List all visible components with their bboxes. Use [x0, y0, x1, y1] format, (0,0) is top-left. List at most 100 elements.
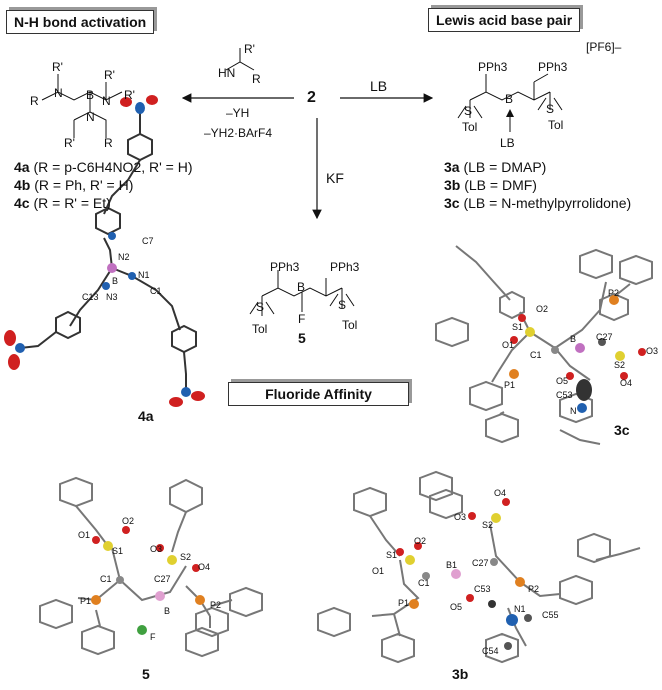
reagent-yh-loss: –YH: [226, 106, 250, 120]
atom-label: S2: [482, 520, 494, 530]
f-5: F: [298, 312, 306, 326]
atom-label: S2: [180, 552, 192, 562]
atom-label: P1: [504, 380, 516, 390]
reagent-lb: LB: [370, 78, 388, 94]
atom-label: P1: [398, 598, 410, 608]
b-5: B: [297, 280, 306, 294]
atom-label: C1: [100, 574, 112, 584]
atom-label: P2: [210, 600, 222, 610]
pph3-left-5: PPh3: [270, 260, 300, 274]
compound-2-label: 2: [307, 89, 316, 106]
panel-3b-label: 3b: [452, 666, 469, 682]
atom-label: C1: [150, 286, 162, 296]
b-3: B: [505, 92, 514, 106]
atom-label: B: [570, 334, 577, 344]
4a-ellipsoids: [4, 95, 205, 407]
list-item: 4b (R = Ph, R' = H): [14, 177, 134, 193]
atom-label: N: [570, 406, 577, 416]
lewis-pair-box: Lewis acid base pair: [428, 8, 581, 32]
nh-activation-box: N-H bond activation: [6, 10, 155, 34]
list-item: 3b (LB = DMF): [444, 177, 537, 193]
list-item: 4a (R = p-C6H4NO2, R' = H): [14, 159, 193, 175]
list-item: 4c (R = R' = Et): [14, 195, 111, 211]
atom-label: O1: [502, 340, 515, 350]
lb-3: LB: [500, 136, 515, 150]
atom-label: N1: [138, 270, 150, 280]
atom-label: O1: [372, 566, 385, 576]
atom-label: O3: [454, 512, 467, 522]
tab-rp-4: R': [64, 136, 75, 150]
compound-5-label: 5: [298, 330, 306, 346]
pf6-label: [PF6]–: [586, 40, 622, 54]
tab-r-2: R: [104, 136, 113, 150]
s-right-3: S: [546, 102, 555, 116]
tol-right-3: Tol: [548, 118, 564, 132]
reagent-amine-rprime: R': [244, 42, 255, 56]
atom-label: O3: [150, 544, 163, 554]
tab-rp-2: R': [104, 68, 115, 82]
s-right-5: S: [338, 298, 347, 312]
panel-5-label: 5: [142, 666, 150, 682]
s-left-5: S: [256, 300, 265, 314]
pph3-left-3: PPh3: [478, 60, 508, 74]
atom-label: B: [112, 276, 119, 286]
atom-label: C13: [82, 292, 99, 302]
atom-label: S1: [512, 322, 524, 332]
atom-label: C7: [142, 236, 154, 246]
fluoride-affinity-box: Fluoride Affinity: [228, 382, 409, 406]
atom-label: F: [150, 632, 156, 642]
atom-label: C1: [418, 578, 430, 588]
atom-label: P2: [528, 584, 540, 594]
atom-label: O3: [646, 346, 659, 356]
atom-label: C53: [556, 390, 573, 400]
atom-label: O2: [122, 516, 135, 526]
tab-n-1: N: [54, 86, 63, 100]
panel-3c-label: 3c: [614, 422, 630, 438]
tab-rp-1: R': [52, 60, 63, 74]
reagent-amine-r: R: [252, 72, 261, 86]
atom-label: C27: [596, 332, 613, 342]
atom-label: B: [164, 606, 171, 616]
atom-label: B1: [446, 560, 458, 570]
atom-label: C1: [530, 350, 542, 360]
right-compound-list: 3a (LB = DMAP) 3b (LB = DMF) 3c (LB = N-…: [444, 158, 631, 212]
tol-right-5: Tol: [342, 318, 358, 332]
atom-label: C53: [474, 584, 491, 594]
atom-label: C27: [472, 558, 489, 568]
atom-label: S2: [614, 360, 626, 370]
reagent-yh2-loss: –YH2·BArF4: [204, 126, 273, 140]
reagent-amine-hn: HN: [218, 66, 236, 80]
tab-b: B: [86, 88, 95, 102]
panel-4a-label: 4a: [138, 408, 154, 424]
atom-label: C54: [482, 646, 499, 656]
atom-label: C27: [154, 574, 171, 584]
atom-label: O5: [450, 602, 463, 612]
atom-label: O5: [556, 376, 569, 386]
atom-label: C55: [542, 610, 559, 620]
tab-r-1: R: [30, 94, 39, 108]
list-item: 3a (LB = DMAP): [444, 159, 547, 175]
reagent-kf: KF: [326, 170, 344, 186]
atom-label: O4: [494, 488, 507, 498]
pph3-right-5: PPh3: [330, 260, 360, 274]
tab-n-2: N: [102, 94, 111, 108]
atom-label: S1: [386, 550, 398, 560]
atom-label: N2: [118, 252, 130, 262]
left-compound-list: 4a (R = p-C6H4NO2, R' = H) 4b (R = Ph, R…: [14, 158, 193, 212]
list-item: 3c (LB = N-methylpyrrolidone): [444, 195, 632, 211]
atom-label: P2: [608, 288, 620, 298]
atom-label: N1: [514, 604, 526, 614]
atom-label: S1: [112, 546, 124, 556]
atom-label: O2: [536, 304, 549, 314]
tab-rp-3: R': [124, 88, 135, 102]
atom-label: O4: [198, 562, 211, 572]
s-left-3: S: [464, 104, 473, 118]
tab-n-3: N: [86, 110, 95, 124]
pph3-right-3: PPh3: [538, 60, 568, 74]
tol-left-3: Tol: [462, 120, 478, 134]
atom-label: O1: [78, 530, 91, 540]
tol-left-5: Tol: [252, 322, 268, 336]
atom-label: P1: [80, 596, 92, 606]
atom-label: O2: [414, 536, 427, 546]
